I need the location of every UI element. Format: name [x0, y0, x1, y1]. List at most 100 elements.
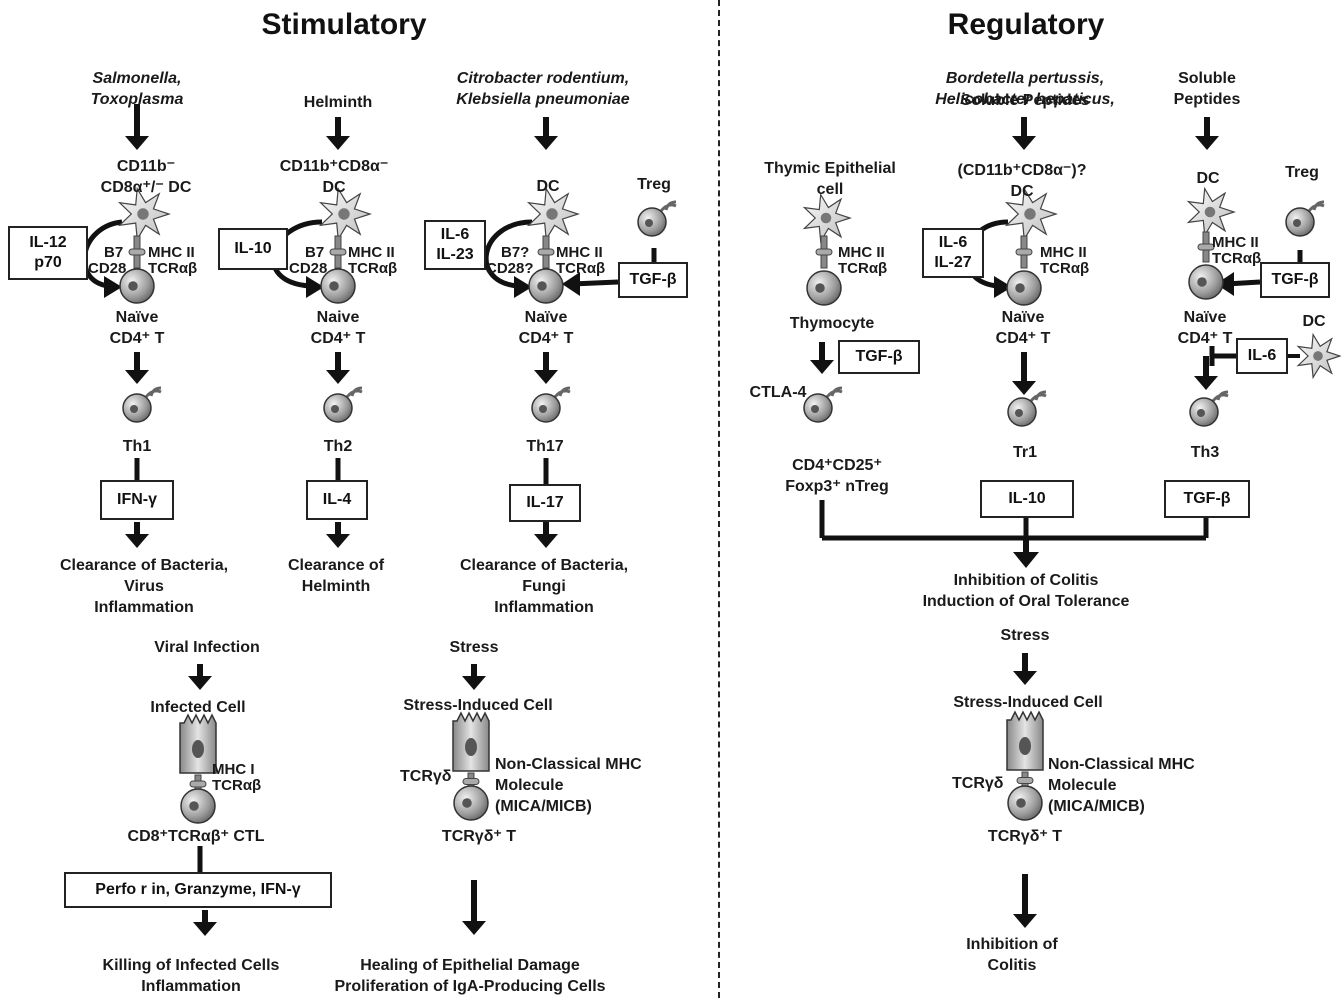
- th2-cell-label: Th2: [323, 438, 353, 455]
- tr1-synapse: [1015, 235, 1033, 269]
- ctl-tcr: TCRαβ: [212, 777, 262, 794]
- gd-reg-t-label: TCRγδ⁺ T: [987, 828, 1063, 845]
- th3-dc-cell: [1186, 186, 1236, 238]
- th3-dc-label: DC: [1196, 170, 1220, 187]
- gd-reg-t-cell: [1007, 785, 1043, 821]
- tr1-cell: [1007, 390, 1047, 427]
- gd-stim-t-cell: [453, 785, 489, 821]
- gd-stim-t-label: TCRγδ⁺ T: [441, 828, 517, 845]
- tr1-dc-cell: [1004, 186, 1058, 242]
- th1-dc-cell: [117, 186, 171, 242]
- tr1-trigger-peptides: Soluble Peptides: [960, 92, 1090, 109]
- ntreg-synapse: [815, 235, 833, 269]
- down-arrow: [1194, 356, 1218, 390]
- tr1-naive-t-cell: [1006, 270, 1042, 306]
- th17-cell-label: Th17: [526, 438, 564, 455]
- down-arrow: [534, 352, 558, 384]
- panel-divider: [718, 0, 720, 998]
- th1-tcr: TCRαβ: [148, 260, 198, 277]
- th2-effector-cell: [323, 386, 363, 423]
- gd-reg-tcr: TCRγδ: [952, 775, 1004, 792]
- th1-ifng-box: IFN-γ: [100, 480, 174, 520]
- th3-cell: [1189, 390, 1229, 427]
- regulatory-title: Regulatory: [947, 8, 1105, 41]
- th3-treg-cell: [1285, 200, 1325, 237]
- down-arrow: [1013, 653, 1037, 685]
- down-arrow: [534, 117, 558, 150]
- down-arrow: [193, 910, 217, 936]
- tr1-trigger: Bordetella pertussis,Helicobacter hepati…: [935, 70, 1115, 108]
- gd-reg-cell-label: Stress-Induced Cell: [953, 694, 1103, 711]
- th17-naive-t-cell: [528, 268, 564, 304]
- merge-arrow: [1013, 538, 1039, 568]
- ntreg-tgfb-box: TGF-β: [838, 340, 920, 374]
- thymic-epithelial-cell: [802, 192, 852, 244]
- ctl-effectors-box: Perfo r in, Granzyme, IFN-γ: [64, 872, 332, 908]
- th2-il4-box: IL-4: [306, 480, 368, 520]
- th17-trigger: Citrobacter rodentium,Klebsiella pneumon…: [456, 70, 630, 108]
- ctl-mhc: MHC I: [212, 761, 255, 778]
- ctl-trigger: Viral Infection: [154, 639, 260, 656]
- th3-synapse: [1197, 231, 1215, 263]
- tr1-tcr: TCRαβ: [1040, 260, 1090, 277]
- th3-dc2-label: DC: [1302, 313, 1326, 330]
- th17-treg-label: Treg: [637, 176, 671, 193]
- tr1-mhc: MHC II: [1040, 244, 1087, 261]
- down-arrow: [188, 664, 212, 690]
- ctl-synapse: [189, 774, 207, 794]
- th1-synapse: [128, 235, 146, 269]
- down-arrow: [125, 104, 149, 150]
- th3-treg-label: Treg: [1285, 164, 1319, 181]
- ctl-t-cell: [180, 788, 216, 824]
- th1-mhc: MHC II: [148, 244, 195, 261]
- th2-mhc: MHC II: [348, 244, 395, 261]
- down-arrow: [534, 522, 558, 548]
- th17-cd28: CD28?: [486, 260, 534, 277]
- th2-dc-label: CD11b⁺CD8α⁻DC: [279, 158, 389, 196]
- th1-trigger: Salmonella,Toxoplasma: [90, 70, 184, 108]
- th3-tgfb-arrow: [1216, 272, 1261, 296]
- thymocyte-cell: [806, 270, 842, 306]
- ntreg-cell-label: CD4⁺CD25⁺Foxp3⁺ nTreg: [785, 457, 889, 495]
- ntreg-cell: [803, 386, 843, 423]
- th2-naive-t-cell: [320, 268, 356, 304]
- th2-trigger: Helminth: [303, 94, 373, 111]
- th17-mhc: MHC II: [556, 244, 603, 261]
- down-arrow: [810, 342, 834, 374]
- down-arrow: [326, 352, 350, 384]
- gd-stim-cell-label: Stress-Induced Cell: [403, 697, 553, 714]
- gd-reg-trigger: Stress: [1000, 627, 1050, 644]
- down-arrow: [462, 880, 486, 935]
- down-arrow: [1013, 874, 1037, 928]
- th1-b7: B7: [104, 244, 124, 261]
- stimulatory-title: Stimulatory: [261, 8, 427, 41]
- th17-dc-cell: [526, 186, 580, 242]
- down-arrow: [462, 664, 486, 690]
- th1-dc-label: CD11b⁻CD8α⁺/⁻ DC: [100, 158, 192, 196]
- th1-naive-t-cell: [119, 268, 155, 304]
- th17-cytokine-arrow: [483, 219, 533, 298]
- th17-tgfb-box: TGF-β: [618, 262, 688, 298]
- th3-il6-box: IL-6: [1236, 338, 1288, 374]
- ctl-cell-label: CD8⁺TCRαβ⁺ CTL: [127, 828, 265, 845]
- th1-cell-label: Th1: [122, 438, 152, 455]
- th3-dc2-cell: [1296, 332, 1341, 380]
- th3-tgfb-box: TGF-β: [1260, 262, 1330, 298]
- ctl-infected-cell: [179, 713, 217, 774]
- down-arrow: [1195, 117, 1219, 150]
- th3-tgfb-out-box: TGF-β: [1164, 480, 1250, 518]
- ntreg-tcr: TCRαβ: [838, 260, 888, 277]
- th3-cell-label: Th3: [1190, 444, 1220, 461]
- th17-b7: B7?: [501, 244, 530, 261]
- ctl-infected-label: Infected Cell: [150, 699, 246, 716]
- th1-cd28: CD28: [88, 260, 127, 277]
- gd-reg-stressed-cell: [1006, 710, 1044, 771]
